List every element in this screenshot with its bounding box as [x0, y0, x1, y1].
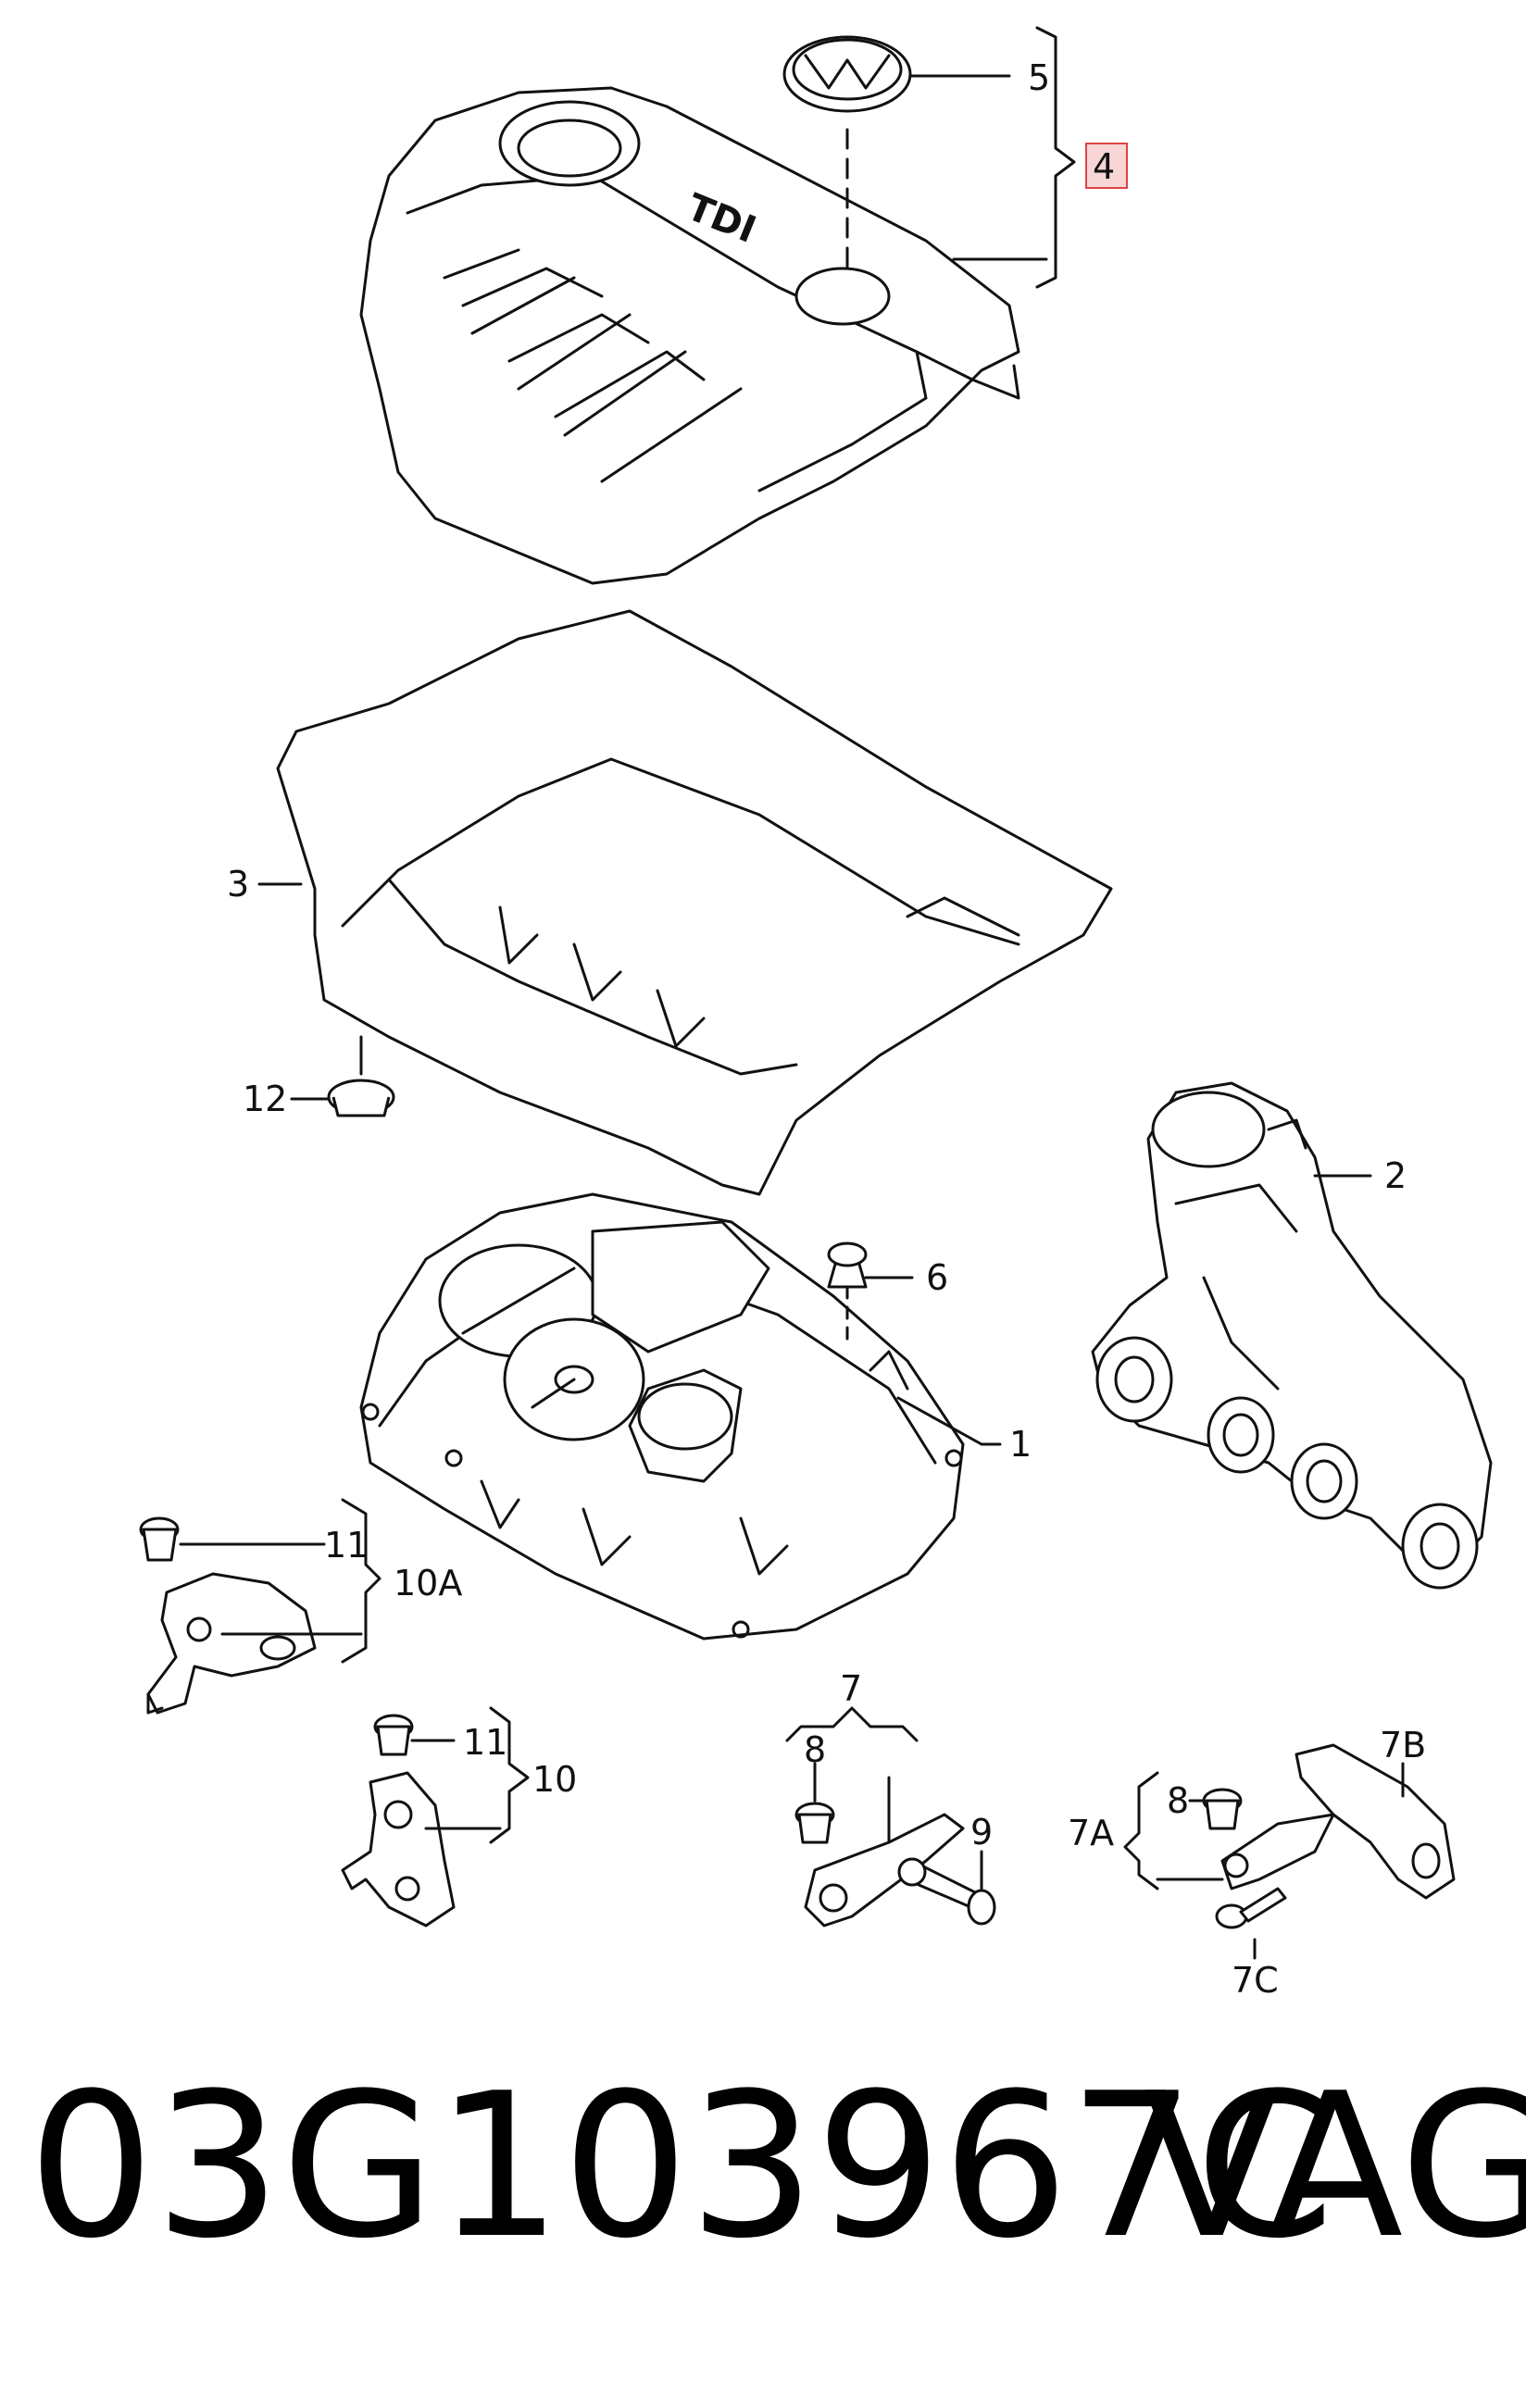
- bracket-10: [341, 1714, 456, 1928]
- callout-7c[interactable]: 7C: [1232, 1960, 1279, 2001]
- screw-part-6: [827, 1241, 868, 1344]
- intake-manifold: [1091, 1081, 1493, 1590]
- vw-emblem: [782, 35, 912, 280]
- callout-7b[interactable]: 7B: [1380, 1725, 1426, 1765]
- callout-7a[interactable]: 7A: [1068, 1813, 1114, 1853]
- part-number-label: 03G103967C: [28, 2050, 1335, 2282]
- callout-8-a[interactable]: 8: [804, 1729, 826, 1770]
- callout-2[interactable]: 2: [1384, 1155, 1407, 1196]
- callout-11-b[interactable]: 11: [463, 1722, 507, 1763]
- callout-labels: 5 4 3 12 6 1 2 11 10A 11 10 7 8 9 7A 8 7…: [227, 57, 1426, 2001]
- callout-7[interactable]: 7: [840, 1668, 862, 1709]
- callout-3[interactable]: 3: [227, 864, 249, 905]
- callout-10[interactable]: 10: [532, 1759, 577, 1800]
- callout-6[interactable]: 6: [926, 1257, 948, 1298]
- brand-label: VAG: [1144, 2050, 1526, 2282]
- callout-4[interactable]: 4: [1093, 146, 1115, 187]
- grommet-part-12: [327, 1035, 395, 1117]
- engine-cover-top: TDI: [359, 86, 1020, 585]
- callout-8-b[interactable]: 8: [1167, 1780, 1189, 1821]
- bracket-7: [794, 1776, 996, 1928]
- engine-cover-lower: [276, 609, 1113, 1196]
- callout-5[interactable]: 5: [1028, 57, 1050, 98]
- callout-12[interactable]: 12: [243, 1079, 287, 1119]
- highlight-box: [1085, 143, 1128, 189]
- callout-10a[interactable]: 10A: [394, 1563, 462, 1603]
- leader-lines: [179, 26, 1405, 1960]
- bracket-10a: [139, 1516, 317, 1715]
- callout-1[interactable]: 1: [1009, 1424, 1032, 1465]
- bracket-7a: [1202, 1743, 1456, 1929]
- callout-11-a[interactable]: 11: [324, 1525, 369, 1566]
- cylinder-head-cover: [359, 1192, 965, 1641]
- callout-9[interactable]: 9: [970, 1812, 993, 1853]
